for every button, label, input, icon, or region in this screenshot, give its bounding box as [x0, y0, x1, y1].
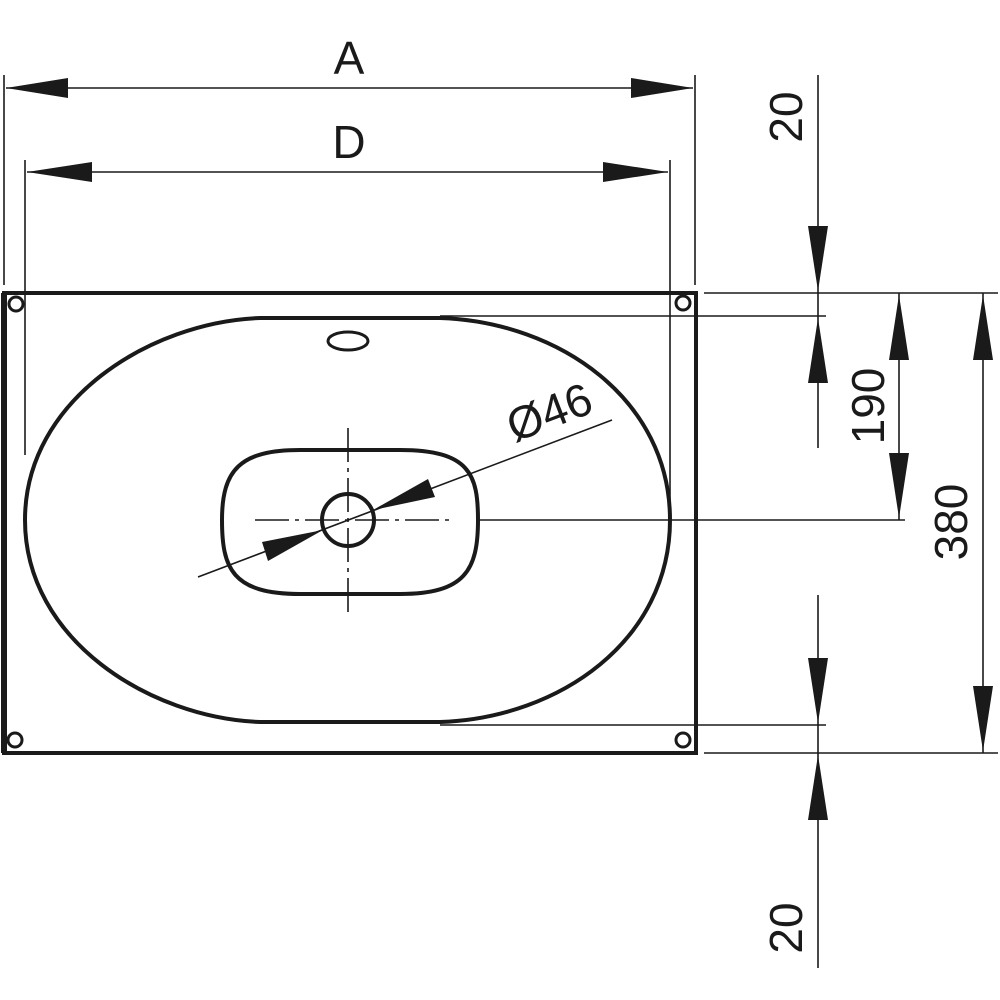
- arrow-top-20-up: [808, 318, 828, 383]
- arrow-d-right: [603, 162, 668, 182]
- outer-slab: [2, 291, 698, 755]
- arrow-380-bottom: [973, 686, 993, 751]
- dimension-label-top-20: 20: [760, 91, 812, 142]
- dimension-label-190: 190: [842, 368, 894, 445]
- arrow-bottom-20-up: [808, 755, 828, 820]
- dimension-label-d: D: [332, 116, 365, 168]
- arrow-380-top: [973, 295, 993, 360]
- arrow-a-left: [6, 78, 68, 98]
- arrow-a-right: [631, 78, 693, 98]
- arrow-190-bottom: [889, 453, 909, 518]
- mounting-hole-bottom-left: [6, 731, 24, 749]
- dimension-label-bottom-20: 20: [760, 902, 812, 953]
- basin-outline: [22, 316, 673, 724]
- arrow-diameter-upper: [373, 479, 435, 510]
- overflow-slot: [326, 330, 370, 352]
- dimension-label-380: 380: [925, 484, 977, 561]
- arrow-diameter-lower: [262, 530, 323, 561]
- mounting-hole-bottom-right: [674, 731, 692, 749]
- arrow-top-20-down: [808, 226, 828, 291]
- mounting-hole-top-right: [674, 294, 692, 312]
- drain-recess: [219, 448, 481, 596]
- arrow-d-left: [27, 162, 92, 182]
- dimension-label-a: A: [334, 32, 365, 84]
- arrow-bottom-20-down: [808, 658, 828, 723]
- arrow-190-top: [889, 295, 909, 360]
- dimension-label-diameter: Ø46: [499, 372, 599, 452]
- mounting-hole-top-left: [7, 295, 25, 313]
